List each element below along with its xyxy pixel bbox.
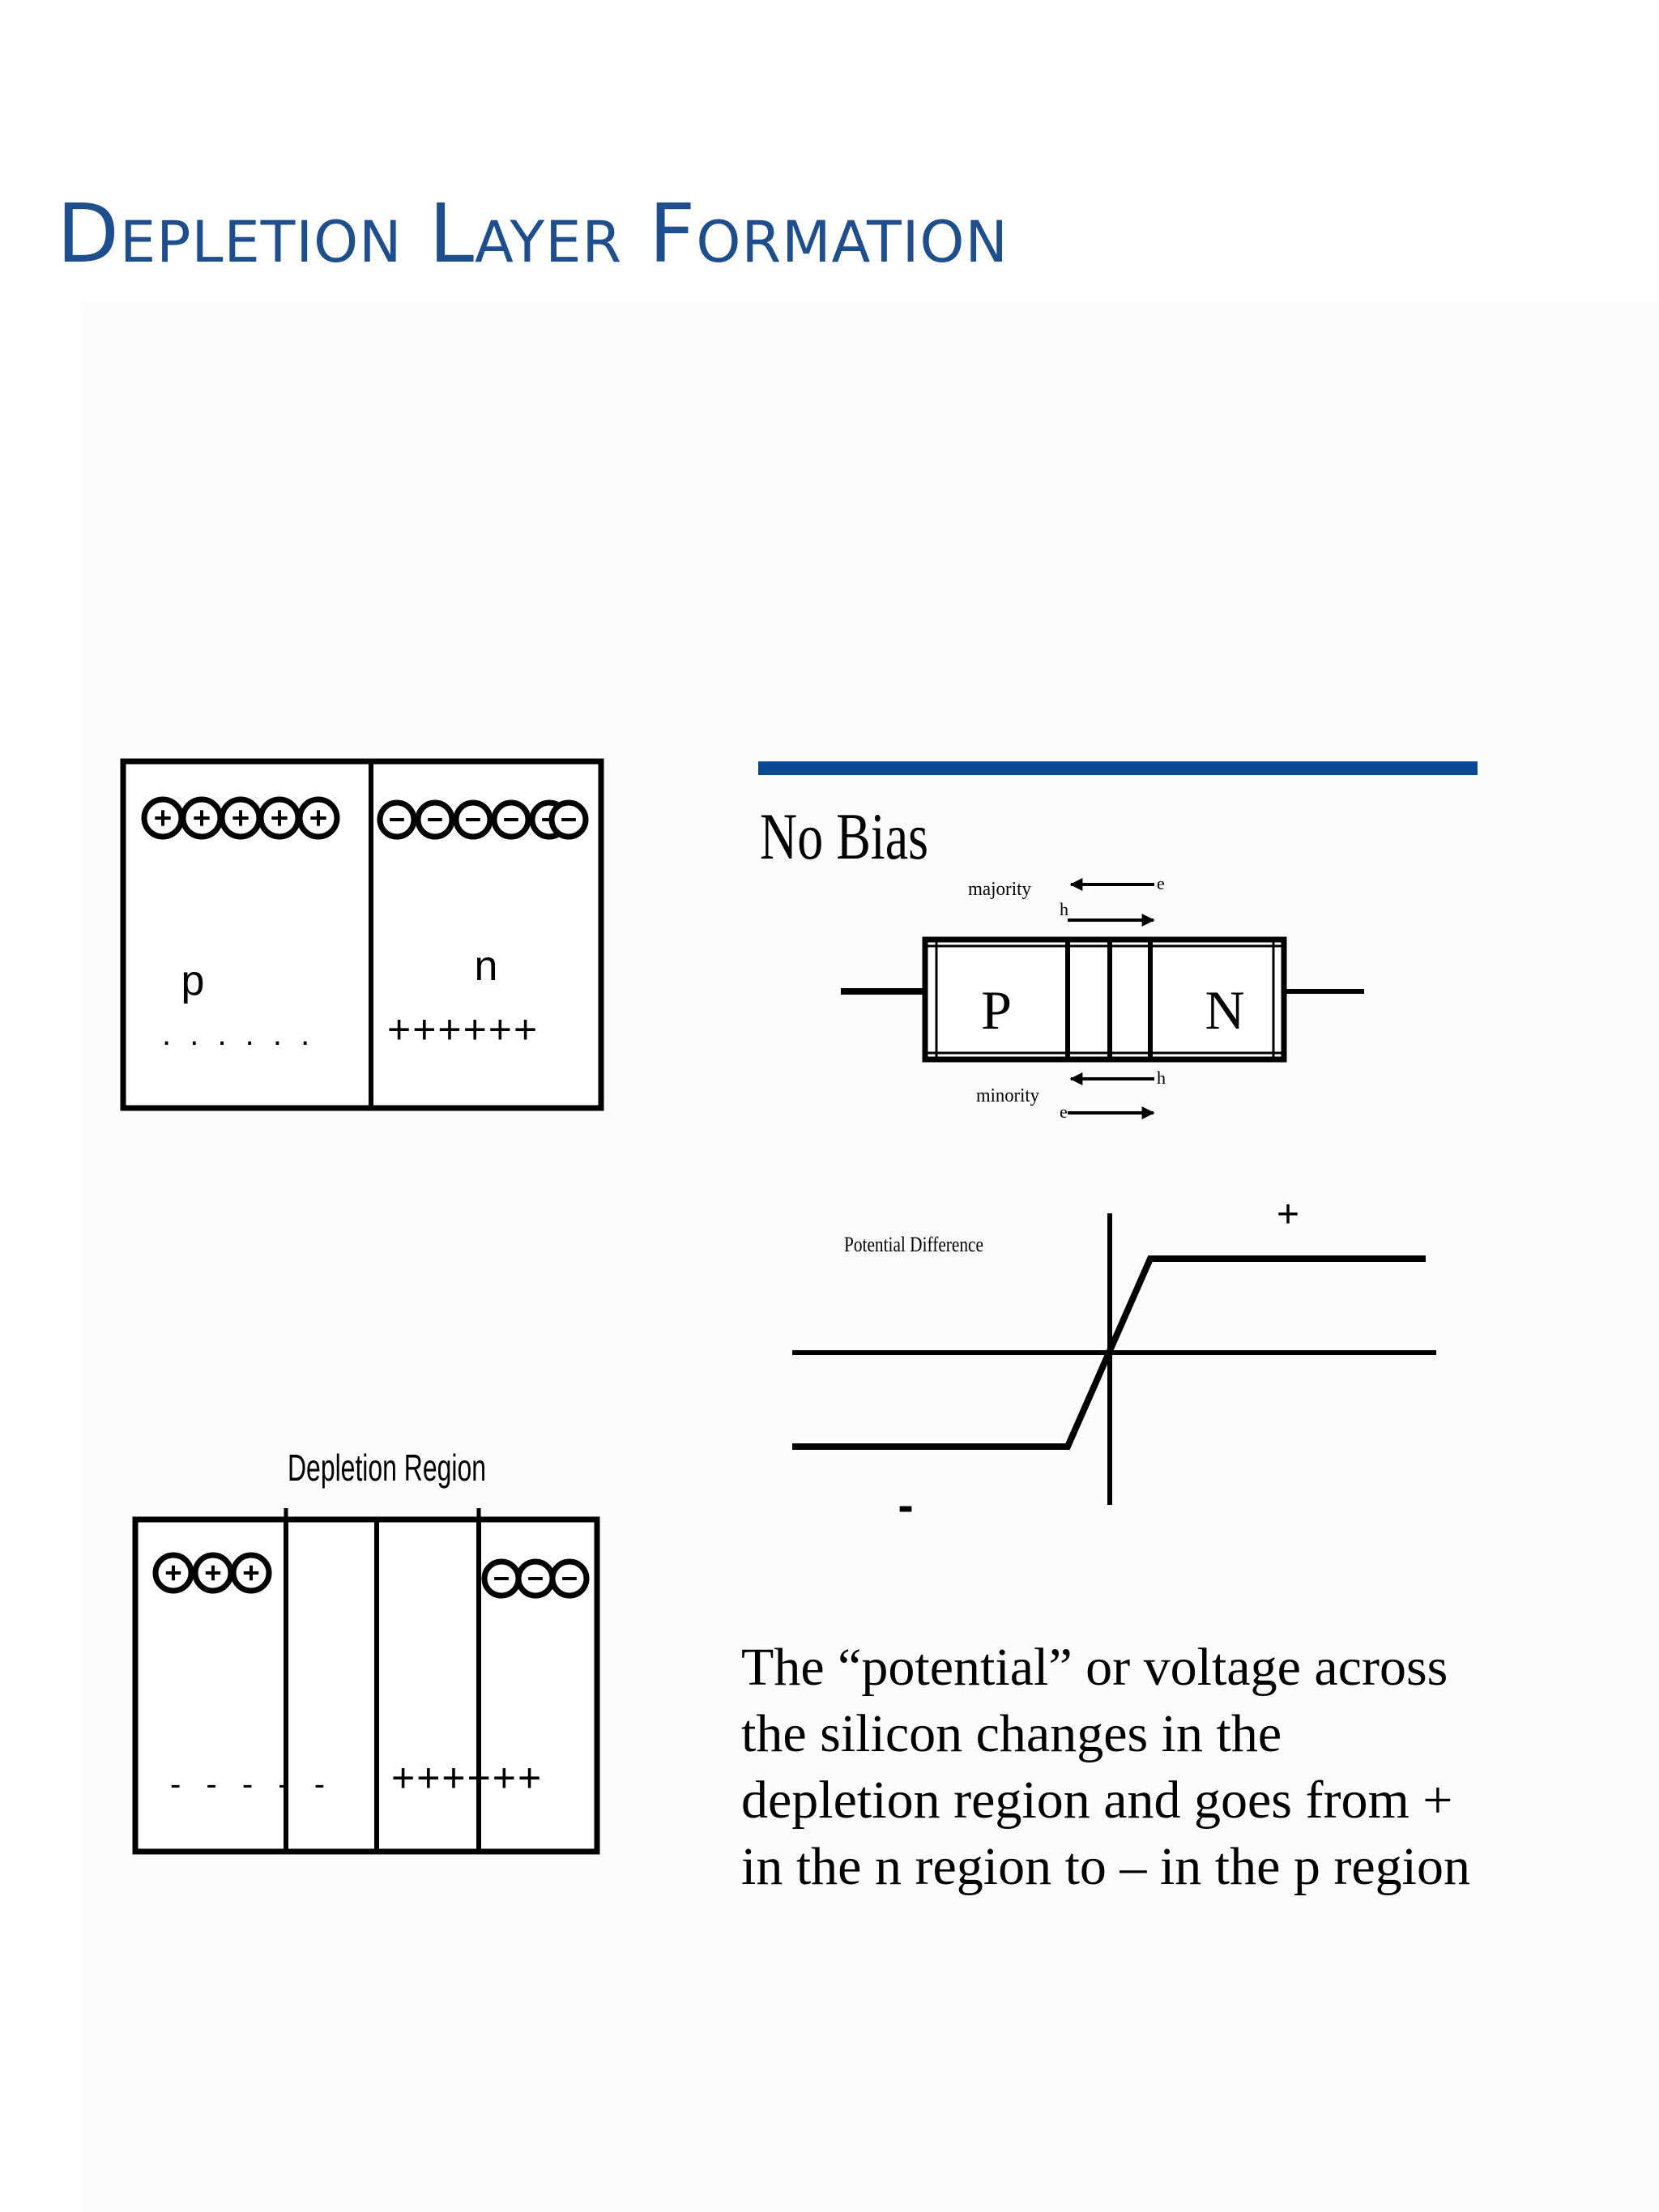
negative-ion-icon [491,799,531,840]
majority-electron-label: e [1157,873,1165,893]
depletion-region-label: Depletion Region [288,1447,486,1489]
negative-ion-icon [548,799,589,840]
bottom-left-positive-charges: ++++++ [391,1755,543,1801]
diode-n-label: N [1205,979,1244,1041]
potential-graph: Potential Difference + - [792,1193,1436,1532]
negative-ion-icon [453,799,493,840]
potential-plus-sign: + [1277,1193,1299,1236]
positive-ion-icon [180,796,224,840]
minority-hole-label: h [1157,1068,1166,1088]
majority-label: majority [968,879,1031,900]
n-side-ions [377,799,589,840]
positive-ion-icon [230,1552,272,1594]
diode-body [922,936,1287,1063]
positive-ion-icon [192,1552,234,1594]
caption-text: The “potential” or voltage across the si… [741,1634,1551,1900]
negative-ion-icon [377,799,417,840]
negative-ion-icon [515,1558,556,1599]
top-left-p-charges: . . . . . . [162,1016,314,1052]
top-left-junction-diagram: p n . . . . . . ++++++ [120,758,604,1111]
potential-curve [792,1255,1426,1450]
positive-ion-icon [258,796,301,840]
bottom-left-depletion-diagram: Depletion Region - - - - - ++++++ [132,1447,600,1855]
bottom-p-side-ions [152,1552,272,1594]
top-left-n-charges: ++++++ [387,1007,539,1052]
minority-electron-label: e [1060,1102,1068,1122]
bottom-left-negative-charges: - - - - - [170,1767,333,1802]
caption-line-1: The “potential” or voltage across [741,1638,1448,1697]
positive-ion-icon [219,796,262,840]
no-bias-diagram: No Bias majority e h P N minority h e [758,761,1478,1122]
negative-ion-icon [481,1558,522,1599]
caption-line-3: depletion region and goes from + [741,1771,1453,1830]
bottom-n-side-ions [481,1558,590,1599]
caption-line-2: the silicon changes in the [741,1704,1282,1763]
top-left-n-label: n [475,943,498,990]
no-bias-title: No Bias [760,799,928,873]
potential-graph-label: Potential Difference [844,1233,983,1256]
slide-title: Depletion Layer Formation [57,186,1009,281]
top-left-p-label: p [181,957,205,1004]
p-side-ions [141,796,340,840]
negative-ion-icon [415,799,455,840]
minority-label: minority [976,1085,1039,1106]
positive-ion-icon [141,796,185,840]
positive-ion-icon [296,796,340,840]
negative-ion-icon [549,1558,590,1599]
positive-ion-icon [152,1552,194,1594]
no-bias-accent-bar [758,761,1478,775]
diode-p-label: P [981,979,1012,1041]
caption-line-4: in the n region to – in the p region [741,1837,1470,1896]
potential-minus-sign: - [898,1479,913,1532]
majority-hole-label: h [1060,899,1068,919]
